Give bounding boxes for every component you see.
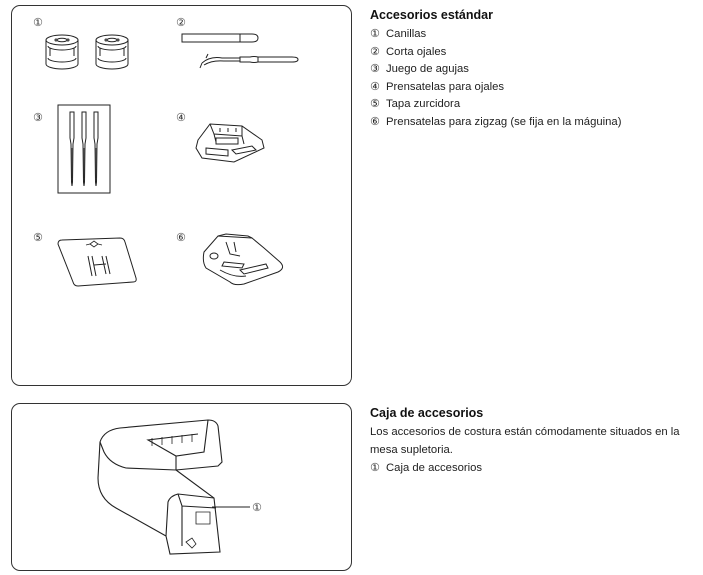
needle-3: [93, 111, 99, 187]
zigzag-foot-illustration: [200, 228, 290, 293]
needle-1: [69, 111, 75, 187]
figure-number-3: ③: [33, 111, 43, 124]
needle-set-illustration: [57, 104, 113, 201]
seam-ripper-illustration: [180, 32, 305, 77]
description-line-2: mesa supletoria.: [370, 443, 453, 456]
standard-accessories-title: Accesorios estándar: [370, 8, 493, 22]
figure-number-5: ⑤: [33, 231, 43, 244]
accessory-box-description: Los accesorios de costura están cómodame…: [370, 424, 700, 459]
needle-2: [81, 111, 87, 187]
figure-number-1: ①: [33, 16, 43, 29]
figure-callout-1: ①: [252, 501, 262, 514]
buttonhole-foot-illustration: [192, 118, 272, 173]
seam-ripper-body: [199, 53, 299, 69]
bobbin-left: [45, 34, 79, 70]
needle-card: [57, 104, 111, 194]
seam-ripper-cap: [181, 33, 259, 43]
darning-plate-illustration: [54, 234, 149, 297]
figure-number-6: ⑥: [176, 231, 186, 244]
description-line-1: Los accesorios de costura están cómodame…: [370, 426, 680, 438]
callout-leader-line: [212, 506, 250, 508]
standard-accessories-figure-panel: ① ②: [11, 5, 352, 386]
figure-number-2: ②: [176, 16, 186, 29]
figure-number-4: ④: [176, 111, 186, 124]
bobbins-illustration: [40, 34, 140, 79]
accessory-box-title: Caja de accesorios: [370, 406, 484, 420]
accessory-box-illustration: [92, 412, 292, 567]
bobbin-right: [95, 34, 129, 70]
accessory-box-figure-panel: ①: [11, 403, 352, 571]
